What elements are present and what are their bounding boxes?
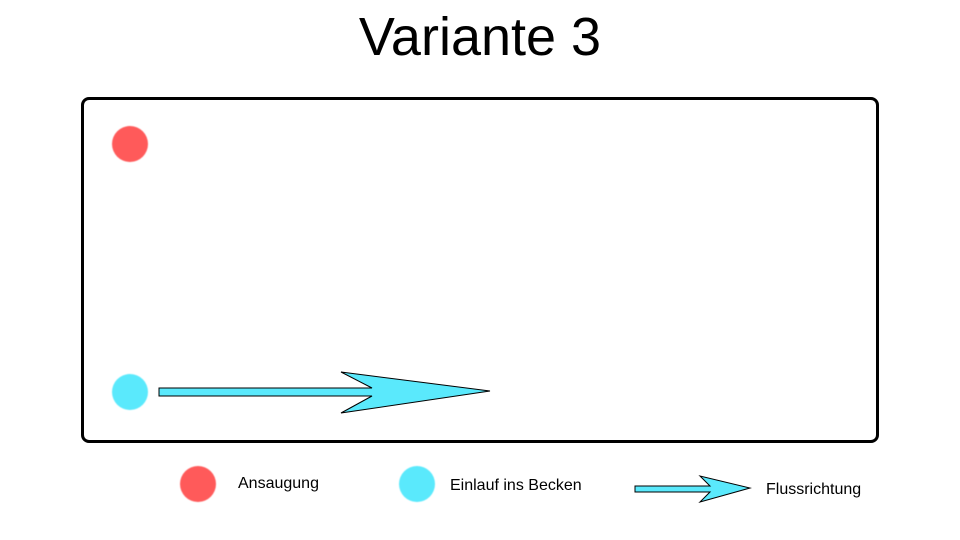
flow-arrow-icon — [158, 371, 491, 414]
legend-label-flow: Flussrichtung — [766, 481, 862, 498]
legend-label-inlet: Einlauf ins Becken — [450, 477, 582, 494]
inlet-dot-icon — [112, 374, 148, 410]
diagram-title: Variante 3 — [358, 7, 602, 67]
legend-inlet-dot-icon — [399, 466, 435, 502]
basin-outline — [81, 97, 879, 443]
legend-intake-dot-icon — [180, 466, 216, 502]
legend-label-intake: Ansaugung — [238, 475, 319, 492]
legend-arrow-icon — [634, 475, 752, 503]
intake-dot-icon — [112, 126, 148, 162]
